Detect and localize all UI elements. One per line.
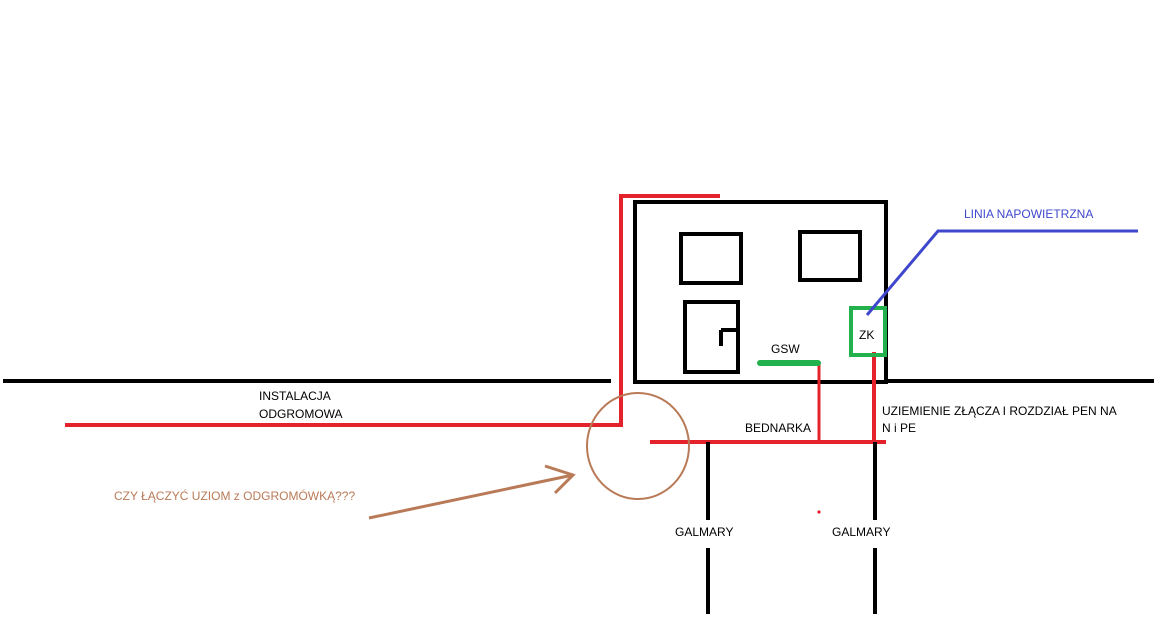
house-outline <box>633 200 888 384</box>
lightning-label-line2: ODGROMOWA <box>259 407 343 421</box>
overhead-line-label: LINIA NAPOWIETRZNA <box>964 207 1093 221</box>
door <box>683 300 740 374</box>
galmary-left-label: GALMARY <box>675 525 733 539</box>
junction-circle <box>586 392 690 500</box>
bednarka-label: BEDNARKA <box>745 421 811 435</box>
zk-box <box>849 306 887 357</box>
lightning-label-line1: INSTALACJA <box>259 389 331 403</box>
question-label: CZY ŁĄCZYĆ UZIOM z ODGROMÓWKĄ??? <box>114 488 355 503</box>
lightning-conductor <box>65 194 720 427</box>
galmary-right-label: GALMARY <box>832 525 890 539</box>
overhead-line <box>865 229 1138 316</box>
gsw-label: GSW <box>771 342 800 356</box>
window-right <box>798 230 862 282</box>
door-handle <box>719 328 737 346</box>
grounding-label-line2: N i PE <box>882 421 916 435</box>
red-dot <box>817 510 821 514</box>
grounding-label-line1: UZIEMIENIE ZŁĄCZA I ROZDZIAŁ PEN NA <box>882 404 1117 418</box>
question-arrow-head <box>544 464 576 495</box>
window-left <box>679 232 743 285</box>
zk-label: ZK <box>859 328 874 342</box>
question-arrow-shaft <box>368 473 574 520</box>
